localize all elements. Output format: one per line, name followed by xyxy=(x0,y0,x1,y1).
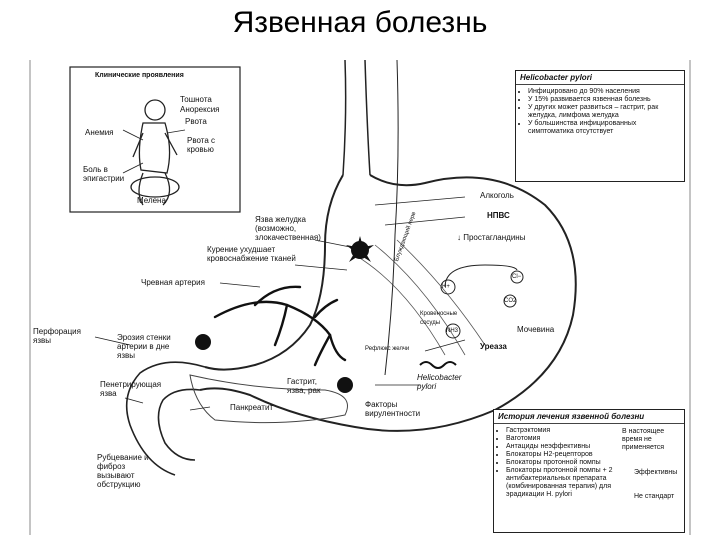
label-artery: Чревная артерия xyxy=(141,278,205,287)
hp-box-item: Инфицировано до 90% населения xyxy=(528,88,684,96)
label-anemia: Анемия xyxy=(85,128,114,137)
label-pain: Боль в эпигастрии xyxy=(83,165,125,183)
label-gastritis: Гастрит, язва, рак xyxy=(287,377,321,395)
diagram-plate: Клинические проявления Тошнота Анорексия… xyxy=(25,55,695,540)
label-prostaglandins: ↓ Простагландины xyxy=(457,233,526,242)
hp-info-box: Helicobacter pylori Инфицировано до 90% … xyxy=(515,70,685,182)
label-urea: Мочевина xyxy=(517,325,555,334)
label-nsaid: НПВС xyxy=(487,211,510,220)
label-vomiting: Рвота xyxy=(185,117,207,126)
label-smoking: Курение ухудшает кровоснабжение тканей xyxy=(207,245,296,263)
label-reflux: Рефлюкс желчи xyxy=(365,346,410,352)
pancreas xyxy=(189,374,348,424)
patient-figure xyxy=(130,99,180,206)
history-item: Антациды неэффективны xyxy=(506,443,618,451)
hp-box-item: У 15% развивается язвенная болезнь xyxy=(528,96,684,104)
celiac-artery xyxy=(213,285,347,367)
history-box-list: Гастрэктомия Ваготомия Антациды неэффект… xyxy=(494,427,618,499)
label-cl-ion: Cl− xyxy=(512,274,522,280)
label-co2: CO2 xyxy=(504,298,517,304)
hp-box-item: У других может развиться – гастрит, рак … xyxy=(528,104,684,120)
hp-box-header: Helicobacter pylori xyxy=(516,71,684,85)
history-note-now: В настоящее время не применяется xyxy=(622,428,665,451)
history-item: Блокаторы протонной помпы xyxy=(506,459,618,467)
label-alcohol: Алкоголь xyxy=(480,191,514,200)
history-box-header: История лечения язвенной болезни xyxy=(494,410,684,424)
hp-box-item: У большинства инфицированных симптоматик… xyxy=(528,120,684,136)
esophagus xyxy=(342,59,371,176)
label-anorexia: Анорексия xyxy=(180,105,220,114)
clinical-frame xyxy=(69,66,241,213)
label-penetrating: Пенетрирующая язва xyxy=(100,380,162,398)
label-ulcer-stomach: Язва желудка (возможно, злокачественная) xyxy=(255,215,321,242)
history-item: Блокаторы протонной помпы + 2 антибактер… xyxy=(506,467,618,499)
history-note-effective: Эффективны xyxy=(634,469,678,476)
label-erosion: Эрозия стенки артерии в дне язвы xyxy=(117,333,171,360)
hp-box-list: Инфицировано до 90% населения У 15% разв… xyxy=(516,88,684,136)
hp-organism xyxy=(419,361,457,369)
stomach-inner xyxy=(204,174,344,371)
label-nausea: Тошнота xyxy=(180,95,212,104)
history-item: Блокаторы H2-рецепторов xyxy=(506,451,618,459)
history-box: История лечения язвенной болезни Гастрэк… xyxy=(493,409,685,533)
stomach-outline xyxy=(199,174,577,432)
label-vomit-blood: Рвота с кровью xyxy=(187,136,216,154)
history-item: Ваготомия xyxy=(506,435,618,443)
label-urease: Уреаза xyxy=(480,342,507,351)
clinical-header: Клинические проявления xyxy=(95,72,184,79)
history-item: Гастрэктомия xyxy=(506,427,618,435)
label-scarring: Рубцевание и фиброз вызывают обструкцию xyxy=(97,453,149,489)
page-title: Язвенная болезнь xyxy=(232,6,488,39)
stomach-diagram xyxy=(29,59,691,535)
label-hp: Helicobacter pylori xyxy=(417,373,462,391)
duodenum xyxy=(125,361,206,476)
label-perforation: Перфорация язвы xyxy=(33,327,81,345)
label-pancreatitis: Панкреатит xyxy=(230,403,274,412)
ulcer-stomach-mark xyxy=(346,236,374,262)
label-h-ion: H+ xyxy=(442,284,450,290)
ulcer-duodenum-mark xyxy=(195,334,211,350)
label-virulence: Факторы вирулентности xyxy=(365,400,421,418)
ulcer-antrum-mark xyxy=(337,377,353,393)
history-note-standard: Не стандарт xyxy=(634,493,675,500)
label-melena: Мелена xyxy=(137,196,166,205)
label-nh3: NH3 xyxy=(446,328,459,334)
label-vessels: Кровеносные сосуды xyxy=(420,311,458,326)
vagus-nerve xyxy=(384,59,399,376)
